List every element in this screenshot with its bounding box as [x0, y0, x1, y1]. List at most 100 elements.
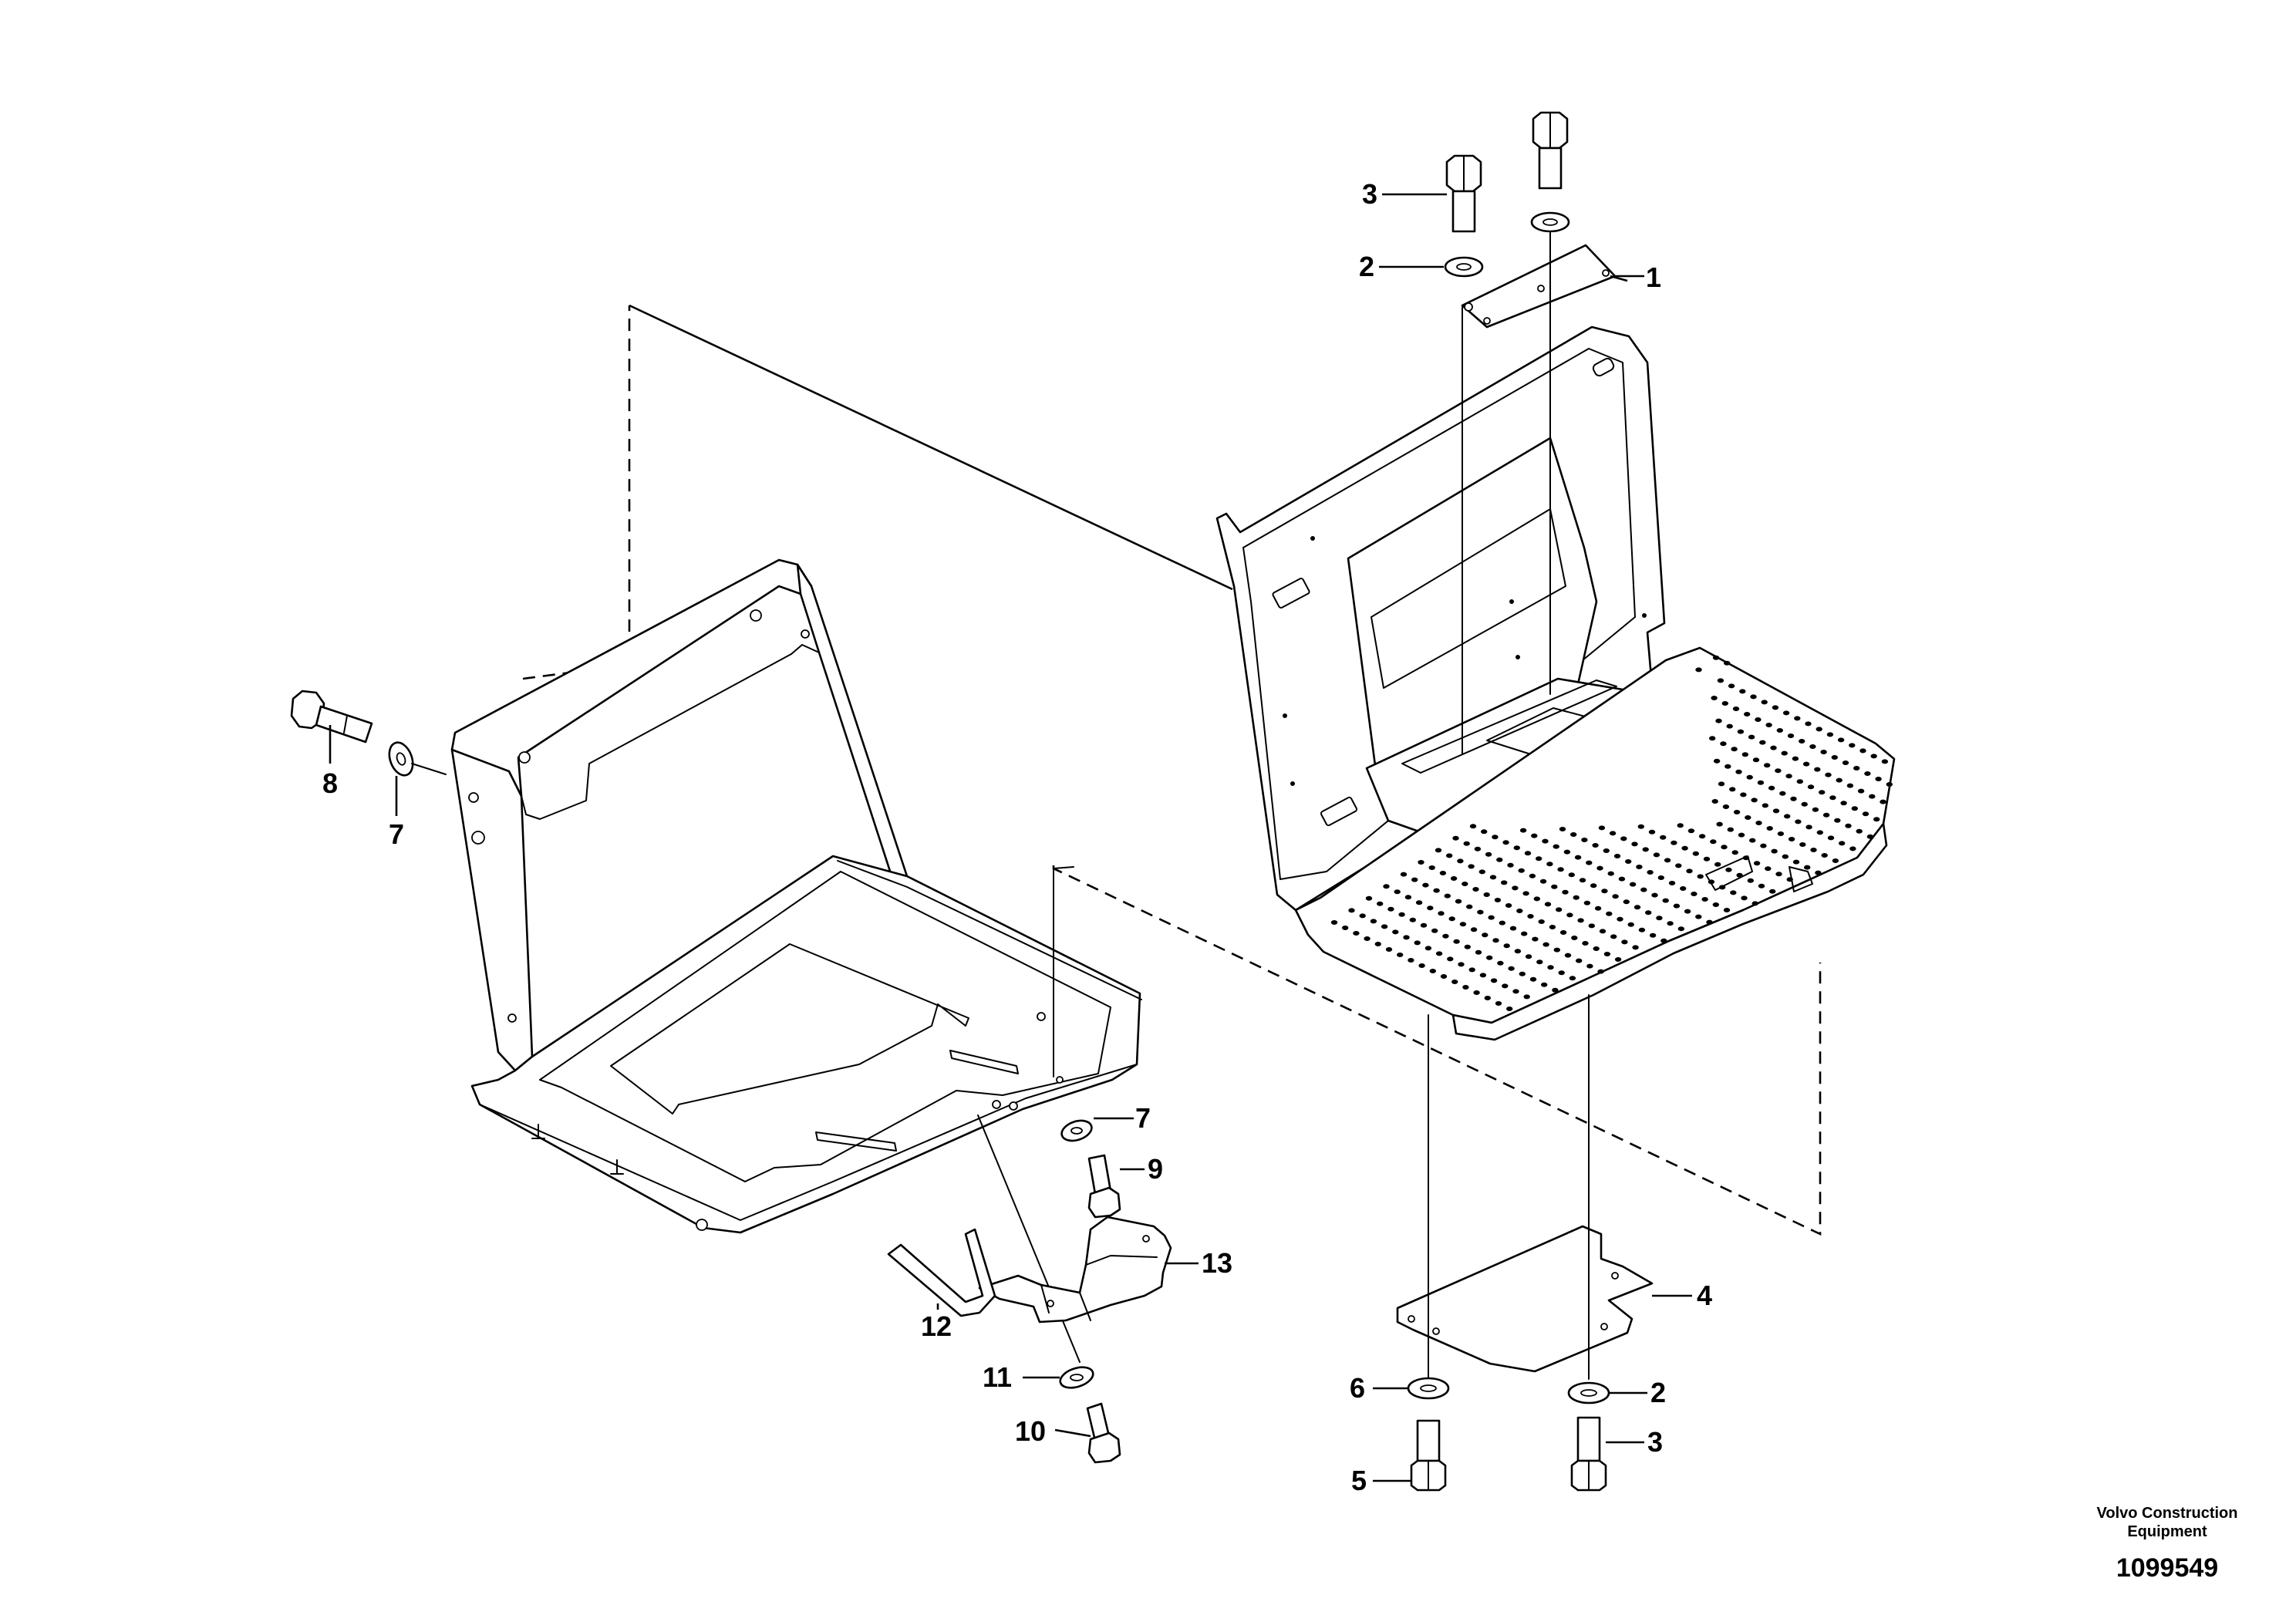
align-line-lower	[977, 1114, 1081, 1363]
perforation-hole	[1710, 839, 1717, 845]
perforation-hole	[1523, 994, 1530, 1000]
callout-10: 10	[1015, 1415, 1046, 1447]
perforation-hole	[1805, 721, 1812, 727]
perforation-hole	[1521, 931, 1528, 936]
perforation-hole	[1447, 956, 1454, 962]
perforation-hole	[1429, 969, 1437, 973]
perforation-hole	[1603, 952, 1611, 956]
perforation-hole	[1810, 848, 1817, 852]
washer-7-lower-hole	[1070, 1127, 1083, 1135]
frame-hole	[468, 792, 479, 803]
perforation-hole	[1440, 974, 1448, 979]
perforation-hole	[1842, 760, 1849, 765]
perforation-hole	[1544, 902, 1552, 907]
callout-9: 9	[1148, 1153, 1163, 1185]
perforation-hole	[1596, 865, 1603, 871]
perforation-hole	[1617, 916, 1623, 922]
perforation-hole	[1573, 895, 1580, 900]
perforation-hole	[1759, 740, 1766, 745]
perforation-hole	[1512, 989, 1519, 994]
perforation-hole	[1795, 819, 1802, 824]
perforation-hole	[1397, 953, 1404, 957]
perforation-hole	[1801, 801, 1808, 807]
perforation-hole	[1601, 889, 1608, 894]
perforation-hole	[1839, 841, 1846, 846]
perforation-hole	[1747, 878, 1754, 883]
console-panel-dot	[1642, 613, 1647, 618]
perforation-hole	[1716, 821, 1723, 827]
cover-plate-hole	[1537, 285, 1545, 292]
perforation-hole	[1660, 835, 1667, 840]
perforation-hole	[1752, 901, 1758, 906]
frame-peg	[531, 1124, 545, 1139]
perforation-hole	[1549, 925, 1556, 929]
perforation-hole	[1657, 875, 1664, 880]
callout-11: 11	[983, 1361, 1012, 1393]
perforation-hole	[1768, 785, 1775, 791]
bracket-13-fold	[1040, 1255, 1158, 1321]
bolt-8-thread	[343, 715, 348, 733]
perforation-hole	[1637, 824, 1644, 829]
perforation-hole	[1636, 865, 1643, 869]
clip-12	[887, 1228, 996, 1317]
perforation-hole	[1692, 851, 1699, 856]
perforation-hole	[1422, 882, 1429, 888]
perforation-hole	[1804, 865, 1811, 870]
perforation-hole	[1827, 835, 1835, 841]
callout-6: 6	[1350, 1372, 1365, 1404]
perforation-hole	[1418, 860, 1424, 865]
perforation-hole	[1594, 905, 1602, 911]
callout-3-bottom: 3	[1647, 1426, 1663, 1458]
perforation-hole	[1607, 871, 1614, 876]
perforation-hole	[1558, 970, 1565, 976]
perforation-hole	[1551, 884, 1558, 889]
callout-5: 5	[1351, 1465, 1367, 1496]
perforation-hole	[1731, 850, 1738, 855]
perforation-hole	[1577, 918, 1584, 923]
callout-2-top: 2	[1359, 251, 1374, 282]
item-1-cover-plate	[1461, 244, 1617, 329]
perforation-hole	[1455, 899, 1462, 904]
perforation-hole	[1385, 947, 1393, 952]
perforation-hole	[1728, 683, 1735, 689]
perforation-hole	[1629, 882, 1637, 887]
top-fasteners	[1444, 111, 1570, 755]
perforation-hole	[1512, 885, 1519, 891]
perforation-hole	[1562, 889, 1569, 895]
perforation-hole	[1462, 882, 1468, 886]
perforation-hole	[1424, 946, 1432, 951]
perforation-hole	[1574, 855, 1582, 860]
perforation-hole	[1712, 902, 1719, 907]
perforation-hole	[1610, 934, 1617, 939]
perforation-hole	[1794, 716, 1801, 721]
perforation-hole	[1799, 739, 1805, 744]
perforation-hole	[1377, 901, 1384, 906]
console-floor-front	[1451, 822, 1888, 1041]
perforation-hole	[1623, 899, 1630, 905]
leader-10	[1054, 1428, 1091, 1438]
frame-hole	[696, 1219, 708, 1231]
perforation-hole	[1404, 895, 1412, 900]
console-panel-slot	[1272, 578, 1310, 609]
perforation-hole	[1502, 840, 1509, 845]
bracket-13	[978, 1216, 1172, 1324]
perforation-hole	[1381, 924, 1388, 929]
perforation-hole	[1576, 958, 1583, 963]
perforation-hole	[1627, 922, 1634, 927]
console-panel-dot	[1290, 781, 1295, 786]
washer-6-hole	[1420, 1384, 1437, 1392]
perforation-hole	[1466, 904, 1473, 909]
perforation-hole	[1709, 736, 1716, 741]
perforation-hole	[1593, 946, 1600, 951]
perforation-hole	[1662, 898, 1669, 903]
perforation-hole	[1881, 759, 1889, 764]
perforation-hole	[1438, 911, 1445, 916]
perforation-hole	[1446, 853, 1453, 858]
perforation-hole	[1365, 895, 1373, 901]
perforation-hole	[1583, 900, 1591, 905]
perforation-hole	[1359, 913, 1366, 919]
perforation-hole	[1796, 779, 1803, 784]
perforation-hole	[1790, 796, 1797, 801]
perforation-hole	[1516, 909, 1523, 913]
